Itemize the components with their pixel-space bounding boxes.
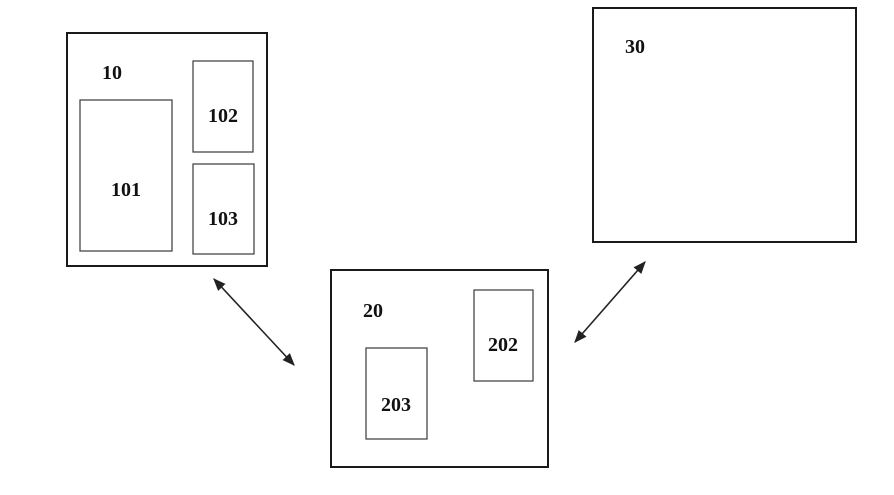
block-20-label: 20 xyxy=(363,300,383,322)
block-203: 203 xyxy=(366,348,427,439)
block-10: 10 101 102 103 xyxy=(67,33,267,266)
arrow-10-to-20 xyxy=(214,279,294,365)
block-103-label: 103 xyxy=(208,208,238,230)
block-101-frame xyxy=(80,100,172,251)
block-101-label: 101 xyxy=(111,179,141,201)
arrow-20-to-30 xyxy=(575,262,645,342)
block-20: 20 202 203 xyxy=(331,270,548,467)
block-102-label: 102 xyxy=(208,105,238,127)
block-202-label: 202 xyxy=(488,334,518,356)
block-203-label: 203 xyxy=(381,394,411,416)
block-202: 202 xyxy=(474,290,533,381)
block-102: 102 xyxy=(193,61,253,152)
block-10-label: 10 xyxy=(102,62,122,84)
block-101: 101 xyxy=(80,100,172,251)
block-30: 30 xyxy=(593,8,856,242)
block-103: 103 xyxy=(193,164,254,254)
block-30-label: 30 xyxy=(625,36,645,58)
